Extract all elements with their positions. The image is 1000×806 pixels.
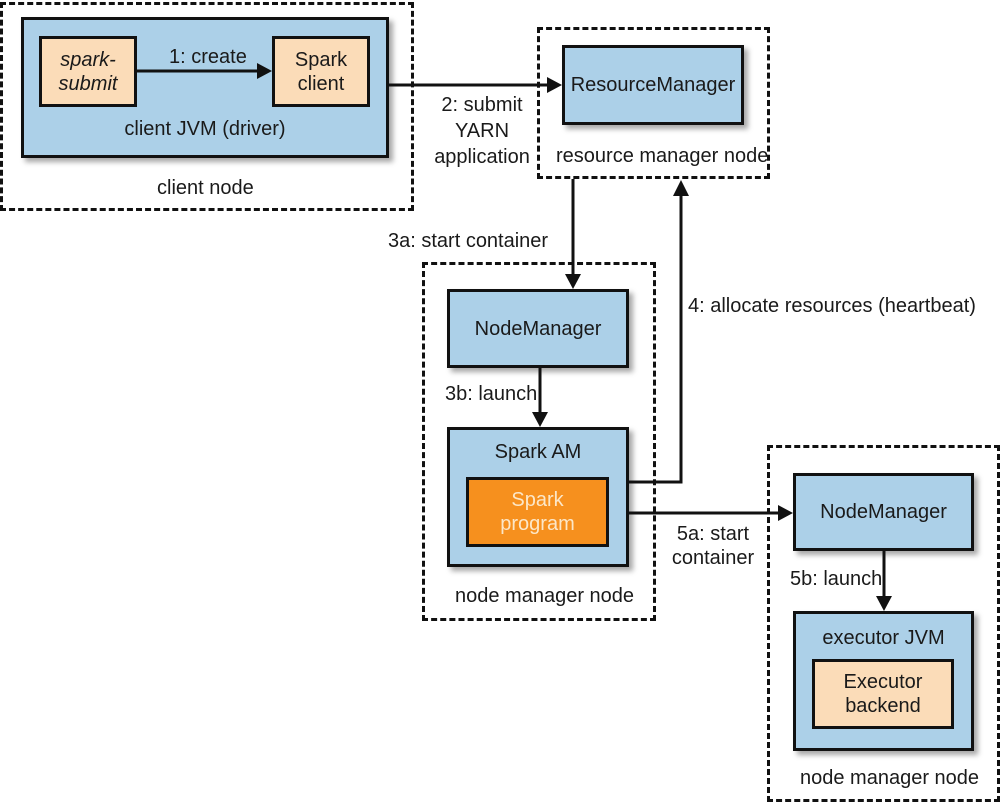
edge-label-launch-3b: 3b: launch	[445, 383, 538, 405]
edge-label-5a-line1: 5a: start	[676, 523, 750, 545]
resource-manager-box: ResourceManager	[562, 45, 744, 125]
client-jvm-label: client JVM (driver)	[124, 118, 286, 140]
executor-jvm-label: executor JVM	[822, 627, 945, 649]
spark-client-label-line1: Spark	[294, 48, 348, 71]
node-manager-1-label: NodeManager	[474, 317, 602, 340]
spark-client-box: Spark client	[272, 36, 370, 107]
resource-manager-node-label: resource manager node	[556, 145, 769, 167]
client-node-container	[0, 2, 414, 211]
arrowhead-create	[257, 63, 272, 79]
edge-label-start-container-3a: 3a: start container	[388, 230, 549, 252]
edge-label-submit: 2: submit YARN application	[428, 92, 536, 170]
edge-label-5a-line2: container	[671, 547, 755, 569]
spark-program-box: Spark program	[466, 477, 609, 547]
spark-program-label-line2: program	[500, 513, 575, 535]
client-node-label: client node	[157, 177, 254, 199]
arrowhead-5a	[778, 505, 793, 521]
arrowhead-3b	[532, 412, 548, 427]
node-manager-node-1-container	[422, 262, 656, 621]
executor-backend-label-line2: backend	[845, 695, 921, 717]
arrowhead-submit	[547, 77, 562, 93]
edge-label-allocate: 4: allocate resources (heartbeat)	[688, 295, 976, 317]
executor-backend-box: Executor backend	[812, 659, 954, 729]
arrowhead-5b	[876, 596, 892, 611]
node-manager-node-1-label: node manager node	[455, 585, 635, 607]
spark-submit-label-line2: submit	[58, 72, 118, 95]
arrowhead-3a	[565, 274, 581, 289]
spark-program-label-line1: Spark	[511, 489, 564, 511]
edge-label-submit-line3: application	[434, 146, 530, 168]
spark-am-label: Spark AM	[494, 441, 582, 463]
spark-submit-label-line1: spark-	[60, 48, 116, 71]
executor-backend-label-line1: Executor	[843, 671, 923, 693]
node-manager-node-2-container	[767, 445, 1000, 802]
node-manager-2-label: NodeManager	[820, 501, 947, 523]
resource-manager-label: ResourceManager	[570, 74, 736, 96]
spark-submit-box: spark- submit	[39, 36, 137, 107]
edge-label-create: 1: create	[169, 46, 247, 68]
arrowhead-allocate	[673, 180, 689, 196]
arrow-allocate	[629, 195, 683, 484]
edge-label-submit-line2: YARN	[454, 120, 510, 142]
edge-label-submit-line1: 2: submit	[441, 94, 523, 116]
node-manager-1-box: NodeManager	[447, 289, 629, 368]
resource-manager-node-container	[537, 27, 770, 179]
node-manager-2-box: NodeManager	[793, 473, 974, 551]
edge-label-launch-5b: 5b: launch	[790, 568, 883, 590]
spark-client-label-line2: client	[297, 72, 345, 95]
edge-label-start-container-5a: 5a: start container	[660, 522, 766, 570]
node-manager-node-2-label: node manager node	[800, 767, 980, 789]
